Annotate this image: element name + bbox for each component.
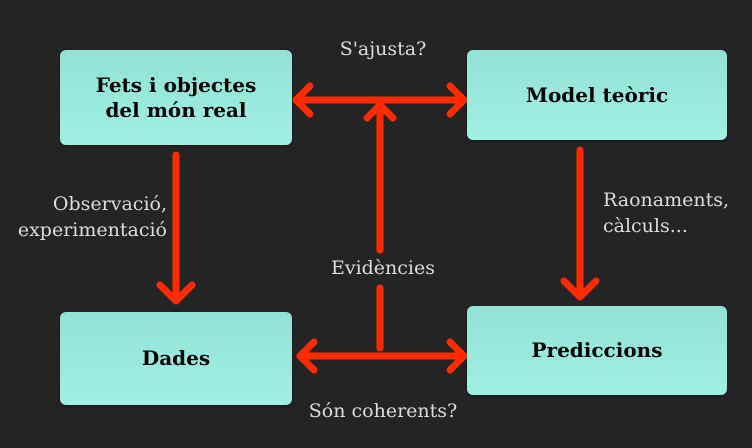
label-coherent: Són coherents? [308,400,458,422]
box-real-world: Fets i objectes del món real [60,50,292,145]
box-data: Dades [60,312,292,405]
label-reasoning: Raonaments, càlculs... [603,189,729,237]
arrow-data-predictions [296,338,468,374]
label-evidence: Evidències [330,257,436,279]
arrow-real-model [292,82,468,118]
arrow-evidence-up [363,101,397,352]
arrow-reasoning-down [560,146,600,301]
label-observation: Observació, experimentació [17,193,167,241]
box-predictions: Prediccions [467,306,727,395]
box-theoretical-model: Model teòric [467,50,727,140]
label-fits: S'ajusta? [339,38,427,60]
arrow-observation-down [156,151,196,305]
